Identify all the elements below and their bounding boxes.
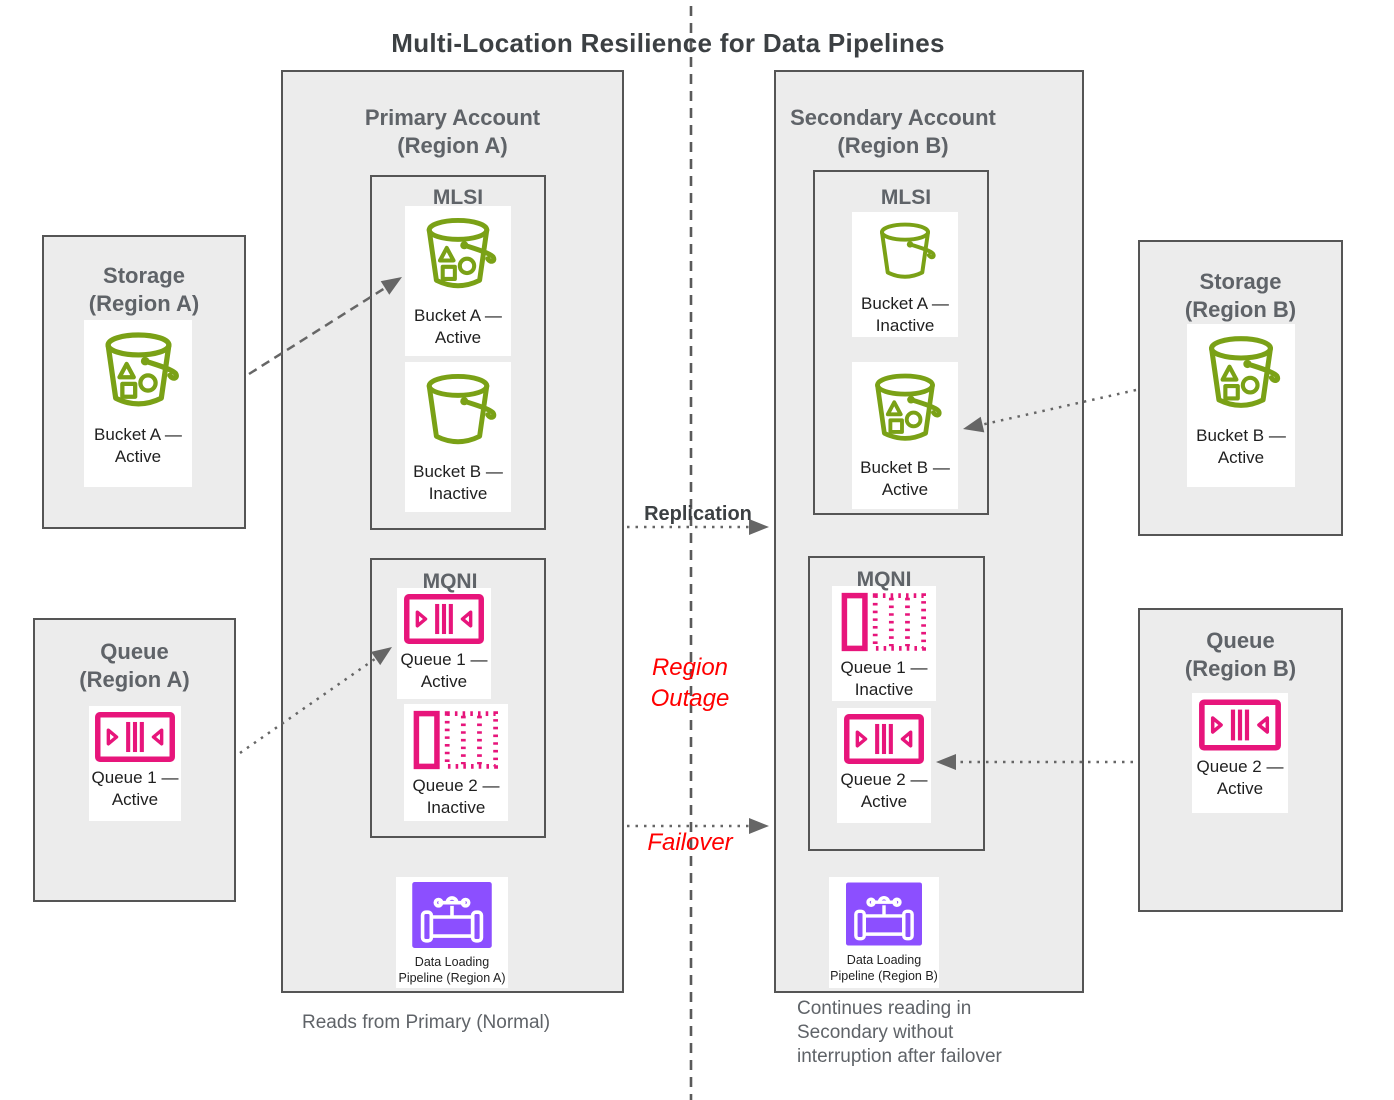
queue-active-icon <box>95 712 175 762</box>
arrowhead-queue-2 <box>936 754 956 770</box>
primary-bucket-a-card: Bucket A —Active <box>405 206 511 356</box>
queue-region-a-header: Queue(Region A) <box>79 639 190 692</box>
primary-account-header: Primary Account(Region A) <box>364 105 541 158</box>
arrow-storage-a-to-bucket-a <box>248 286 386 376</box>
bucket-active-icon <box>426 217 497 289</box>
bucket-active-icon <box>1209 336 1281 408</box>
queue-active-icon <box>404 594 484 644</box>
secondary-note: Continues reading in Secondary without i… <box>797 998 1002 1067</box>
queue-active-icon <box>1199 699 1281 751</box>
arrow-storage-b-to-bucket-b <box>982 388 1137 426</box>
storage-a-bucket-card: Bucket A —Active <box>84 320 192 487</box>
arrowhead-queue-1 <box>371 647 392 666</box>
data-pipeline-icon <box>412 882 492 948</box>
storage-b-bucket-card: Bucket B —Active <box>1187 324 1295 487</box>
queue-inactive-icon <box>413 710 498 770</box>
queue-a-card: Queue 1 —Active <box>89 706 181 821</box>
secondary-mqni-label: MQNI <box>856 568 912 591</box>
failover-label: Failover <box>647 829 733 856</box>
primary-bucket-b-card: Bucket B —Inactive <box>405 362 511 512</box>
queue-b-card: Queue 2 —Active <box>1192 693 1288 813</box>
secondary-mlsi-label: MLSI <box>880 186 932 209</box>
primary-note: Reads from Primary (Normal) <box>302 1012 551 1033</box>
secondary-queue-2-card: Queue 2 —Active <box>837 708 931 823</box>
queue-active-icon <box>844 714 924 764</box>
region-outage-label: Region Outage <box>650 654 730 712</box>
secondary-queue-1-card: Queue 1 —Inactive <box>832 586 936 701</box>
primary-queue-1-card: Queue 1 —Active <box>397 588 491 699</box>
secondary-bucket-a-card: Bucket A —Inactive <box>852 212 958 337</box>
queue-region-b-header: Queue(Region B) <box>1184 628 1297 681</box>
bucket-plain-icon <box>426 373 497 445</box>
arrow-queue-a-to-queue-1 <box>239 657 377 755</box>
data-pipeline-icon <box>846 882 922 946</box>
replication-label: Replication <box>644 503 752 525</box>
storage-region-b-header: Storage(Region B) <box>1184 269 1297 322</box>
secondary-bucket-b-card: Bucket B —Active <box>852 362 958 509</box>
queue-inactive-icon <box>841 592 926 652</box>
storage-region-a-header: Storage(Region A) <box>88 263 200 316</box>
arrowhead-failover <box>749 818 769 834</box>
bucket-active-icon <box>875 373 942 441</box>
primary-mlsi-label: MLSI <box>432 186 484 209</box>
primary-mqni-label: MQNI <box>422 570 478 593</box>
arrowhead-bucket-b <box>963 416 985 433</box>
arrowhead-replication <box>749 519 769 535</box>
diagram-title: Multi-Location Resilience for Data Pipel… <box>391 28 945 58</box>
arrowhead-bucket-a <box>380 277 402 295</box>
secondary-account-header: Secondary Account(Region B) <box>790 105 996 158</box>
primary-queue-2-card: Queue 2 —Inactive <box>404 704 508 821</box>
bucket-active-icon <box>104 332 179 407</box>
bucket-plain-icon <box>879 222 936 279</box>
